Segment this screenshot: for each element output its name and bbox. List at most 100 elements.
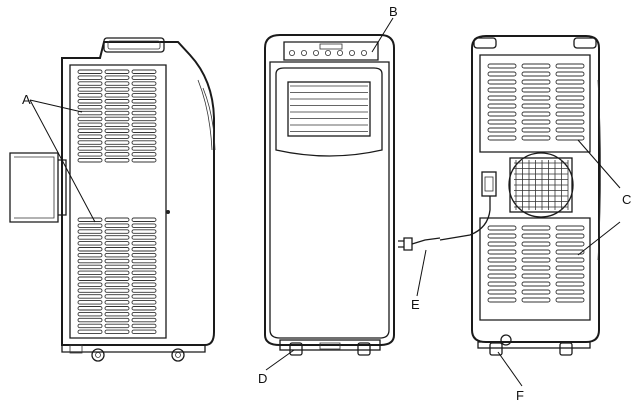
grille-slot [77, 264, 103, 270]
grille-slot [131, 258, 157, 264]
grille-slot [131, 264, 157, 270]
grille-slot [555, 79, 585, 85]
grille-slot [104, 140, 130, 145]
grille-slot [77, 252, 103, 258]
grille-slot [104, 110, 130, 116]
grille-slot [77, 317, 103, 323]
grille-slot [77, 288, 103, 293]
grille-slot [77, 247, 103, 252]
grille-slot [77, 223, 103, 228]
grille-slot [487, 79, 517, 85]
grille-slot [555, 103, 585, 109]
grille-slot [77, 146, 103, 151]
grille-slot [521, 233, 551, 239]
grille-slot [104, 235, 130, 240]
control-button [288, 50, 295, 57]
grille-slot [555, 119, 585, 125]
grille-slot [521, 95, 551, 101]
grille-slot [521, 257, 551, 263]
grille-slot [555, 273, 585, 279]
grille-slot [104, 69, 130, 74]
grille-slot [104, 264, 130, 270]
grille-slot [104, 122, 130, 128]
grille-slot [131, 75, 157, 80]
grille-slot [487, 95, 517, 101]
grille-slot [104, 229, 130, 234]
grille-slot [131, 128, 157, 133]
grille-slot [131, 276, 157, 281]
grille-slot [555, 249, 585, 255]
side-upper-grille [77, 69, 157, 163]
grille-slot [487, 111, 517, 117]
grille-slot [487, 127, 517, 133]
grille-slot [131, 311, 157, 317]
grille-slot [131, 134, 157, 139]
grille-slot [555, 135, 585, 141]
grille-slot [104, 152, 130, 157]
grille-slot [521, 249, 551, 255]
grille-slot [104, 300, 130, 305]
air-outlet-louvers [290, 85, 368, 132]
grille-slot [104, 87, 130, 92]
grille-slot [555, 257, 585, 263]
grille-slot [77, 294, 103, 299]
grille-slot [487, 241, 517, 247]
grille-slot [555, 127, 585, 133]
grille-slot [104, 270, 130, 276]
grille-slot [131, 93, 157, 98]
grille-slot [131, 235, 157, 240]
grille-slot [104, 128, 130, 133]
grille-slot [104, 258, 130, 264]
grille-slot [77, 241, 103, 246]
grille-slot [104, 317, 130, 323]
grille-slot [487, 119, 517, 125]
grille-slot [77, 122, 103, 128]
grille-slot [487, 63, 517, 69]
grille-slot [104, 288, 130, 293]
grille-slot [104, 104, 130, 110]
grille-slot [77, 69, 103, 74]
display-window [319, 43, 343, 50]
rear-filter-grid [514, 160, 569, 210]
grille-slot [555, 95, 585, 101]
control-button [312, 50, 319, 57]
grille-slot [104, 217, 130, 222]
grille-slot [521, 241, 551, 247]
grille-slot [104, 323, 130, 329]
grille-slot [77, 329, 103, 335]
grille-slot [131, 306, 157, 311]
grille-slot [131, 247, 157, 252]
grille-slot [131, 288, 157, 293]
grille-slot [131, 140, 157, 145]
grille-slot [131, 323, 157, 329]
grille-slot [555, 241, 585, 247]
grille-slot [521, 289, 551, 295]
grille-slot [521, 87, 551, 93]
grille-slot [521, 297, 551, 303]
grille-slot [555, 71, 585, 77]
grille-slot [131, 99, 157, 104]
grille-slot [131, 229, 157, 234]
grille-slot [104, 93, 130, 98]
grille-slot [104, 81, 130, 86]
grille-slot [77, 300, 103, 305]
grille-slot [131, 217, 157, 222]
grille-slot [104, 276, 130, 281]
grille-slot [555, 63, 585, 69]
grille-slot [104, 134, 130, 139]
grille-slot [77, 152, 103, 157]
grille-slot [521, 103, 551, 109]
grille-slot [104, 282, 130, 287]
label-c: C [622, 192, 631, 207]
grille-slot [104, 247, 130, 252]
grille-slot [131, 152, 157, 157]
grille-slot [77, 140, 103, 145]
grille-slot [104, 223, 130, 228]
control-button [336, 50, 343, 57]
grille-slot [555, 225, 585, 231]
grille-slot [487, 103, 517, 109]
grille-slot [77, 93, 103, 98]
grille-slot [104, 158, 130, 163]
grille-slot [131, 116, 157, 122]
